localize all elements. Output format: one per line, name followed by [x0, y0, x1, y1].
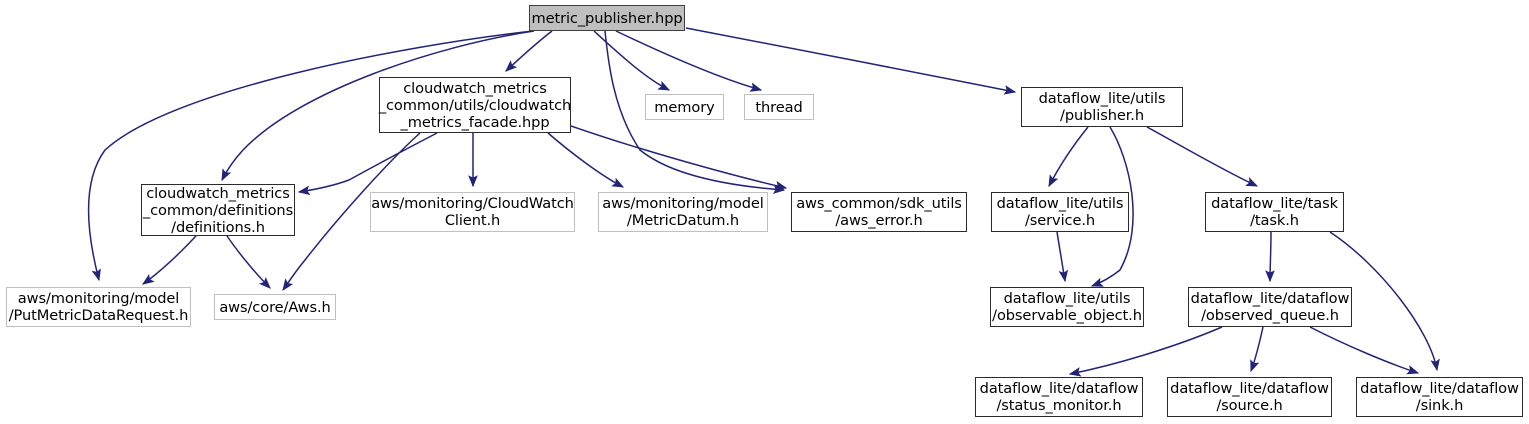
node-service_h[interactable]: dataflow_lite/utils /service.h	[991, 192, 1129, 232]
node-aws_core[interactable]: aws/core/Aws.h	[214, 294, 336, 320]
edge-metric_publisher-to-facade	[505, 30, 553, 72]
node-definitions[interactable]: cloudwatch_metrics _common/definitions /…	[141, 184, 295, 236]
node-memory[interactable]: memory	[645, 94, 724, 120]
node-sink_h[interactable]: dataflow_lite/dataflow /sink.h	[1356, 377, 1523, 417]
node-status_monitor[interactable]: dataflow_lite/dataflow /status_monitor.h	[975, 377, 1143, 417]
node-cloudwatch_client[interactable]: aws/monitoring/CloudWatch Client.h	[370, 192, 575, 232]
edge-facade-to-definitions	[297, 132, 438, 196]
edge-facade-to-aws_error	[570, 125, 788, 191]
node-source_h[interactable]: dataflow_lite/dataflow /source.h	[1167, 377, 1332, 417]
edge-observed_queue-to-source_h	[1250, 326, 1264, 373]
edge-definitions-to-put_metric_data_request	[142, 235, 197, 285]
node-publisher_h[interactable]: dataflow_lite/utils /publisher.h	[1021, 87, 1183, 127]
node-aws_error[interactable]: aws_common/sdk_utils /aws_error.h	[791, 192, 967, 232]
edge-task_h-to-observed_queue	[1265, 231, 1275, 283]
edge-metric_publisher-to-memory	[593, 30, 671, 91]
edge-service_h-to-observable_object	[1056, 231, 1069, 283]
node-task_h[interactable]: dataflow_lite/task /task.h	[1205, 192, 1344, 232]
edge-metric_publisher-to-put_metric_data_request	[87, 30, 534, 282]
edge-observed_queue-to-sink_h	[1309, 326, 1420, 375]
edge-metric_publisher-to-publisher_h	[685, 27, 1017, 95]
edge-metric_publisher-to-thread	[615, 30, 763, 92]
edge-definitions-to-aws_core	[226, 235, 271, 289]
node-observable_object[interactable]: dataflow_lite/utils /observable_object.h	[990, 287, 1144, 327]
node-metric_datum[interactable]: aws/monitoring/model /MetricDatum.h	[598, 192, 768, 232]
node-thread[interactable]: thread	[744, 94, 814, 120]
edge-publisher_h-to-service_h	[1048, 126, 1089, 188]
node-put_metric_data_request[interactable]: aws/monitoring/model /PutMetricDataReque…	[6, 287, 191, 327]
node-metric_publisher: metric_publisher.hpp	[529, 5, 685, 31]
node-facade[interactable]: cloudwatch_metrics _common/utils/cloudwa…	[379, 77, 571, 133]
edge-facade-to-metric_datum	[547, 132, 625, 188]
edge-publisher_h-to-task_h	[1146, 126, 1259, 187]
edge-observed_queue-to-status_monitor	[1068, 326, 1223, 377]
node-observed_queue[interactable]: dataflow_lite/dataflow /observed_queue.h	[1188, 287, 1352, 327]
